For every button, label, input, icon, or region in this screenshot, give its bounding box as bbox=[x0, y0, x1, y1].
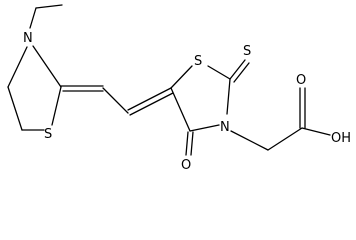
bond-ch2-cooh bbox=[267, 127, 303, 151]
bond-c2-n bbox=[226, 78, 231, 115]
bond-ch-ch bbox=[102, 87, 129, 114]
atom-label-o-keto: O bbox=[181, 158, 191, 173]
bond-n-c2 bbox=[32, 45, 62, 88]
ethyl-group bbox=[29, 4, 63, 29]
bond-c2-s-thioxo-a bbox=[229, 59, 246, 80]
atom-label-s-ring: S bbox=[194, 54, 202, 69]
acetic-acid-group bbox=[230, 87, 331, 151]
atom-label-n-ring: N bbox=[220, 120, 230, 135]
methine-linker bbox=[60, 85, 174, 116]
bond-c-oh bbox=[301, 127, 331, 136]
bond-s-c2 bbox=[51, 86, 62, 126]
bond-c2-s-thioxo-b bbox=[233, 62, 250, 83]
bond-ch-c5-double-a bbox=[127, 87, 172, 111]
bond-n-c4 bbox=[189, 124, 220, 132]
bond-c5-s bbox=[170, 65, 193, 89]
rhodanine-ring bbox=[170, 59, 250, 156]
bond-s-c2 bbox=[207, 65, 231, 80]
atom-label-s-thiazolidine: S bbox=[44, 127, 52, 142]
bond-ethyl-ch2-ch3 bbox=[35, 4, 63, 9]
atom-label-n-thiazolidine: N bbox=[23, 31, 33, 46]
bond-n-ch2 bbox=[230, 130, 269, 151]
bond-c4-o-double-b bbox=[190, 131, 194, 156]
bond-ch2-ch2 bbox=[7, 86, 23, 131]
bond-c4-c5 bbox=[170, 87, 191, 132]
molecule-structure-diagram: N S S S N O O OH bbox=[7, 4, 351, 173]
bond-n-ch2 bbox=[7, 46, 28, 88]
atom-label-oh: OH bbox=[331, 131, 351, 146]
thiazolidine-ring bbox=[7, 45, 62, 131]
bond-n-ethyl-ch2 bbox=[29, 7, 37, 29]
bond-ch-c5-double-b bbox=[129, 92, 174, 116]
atom-label-o-double: O bbox=[296, 73, 306, 88]
bond-c4-o-double-a bbox=[185, 131, 189, 156]
atom-label-s-thioxo: S bbox=[243, 44, 251, 59]
